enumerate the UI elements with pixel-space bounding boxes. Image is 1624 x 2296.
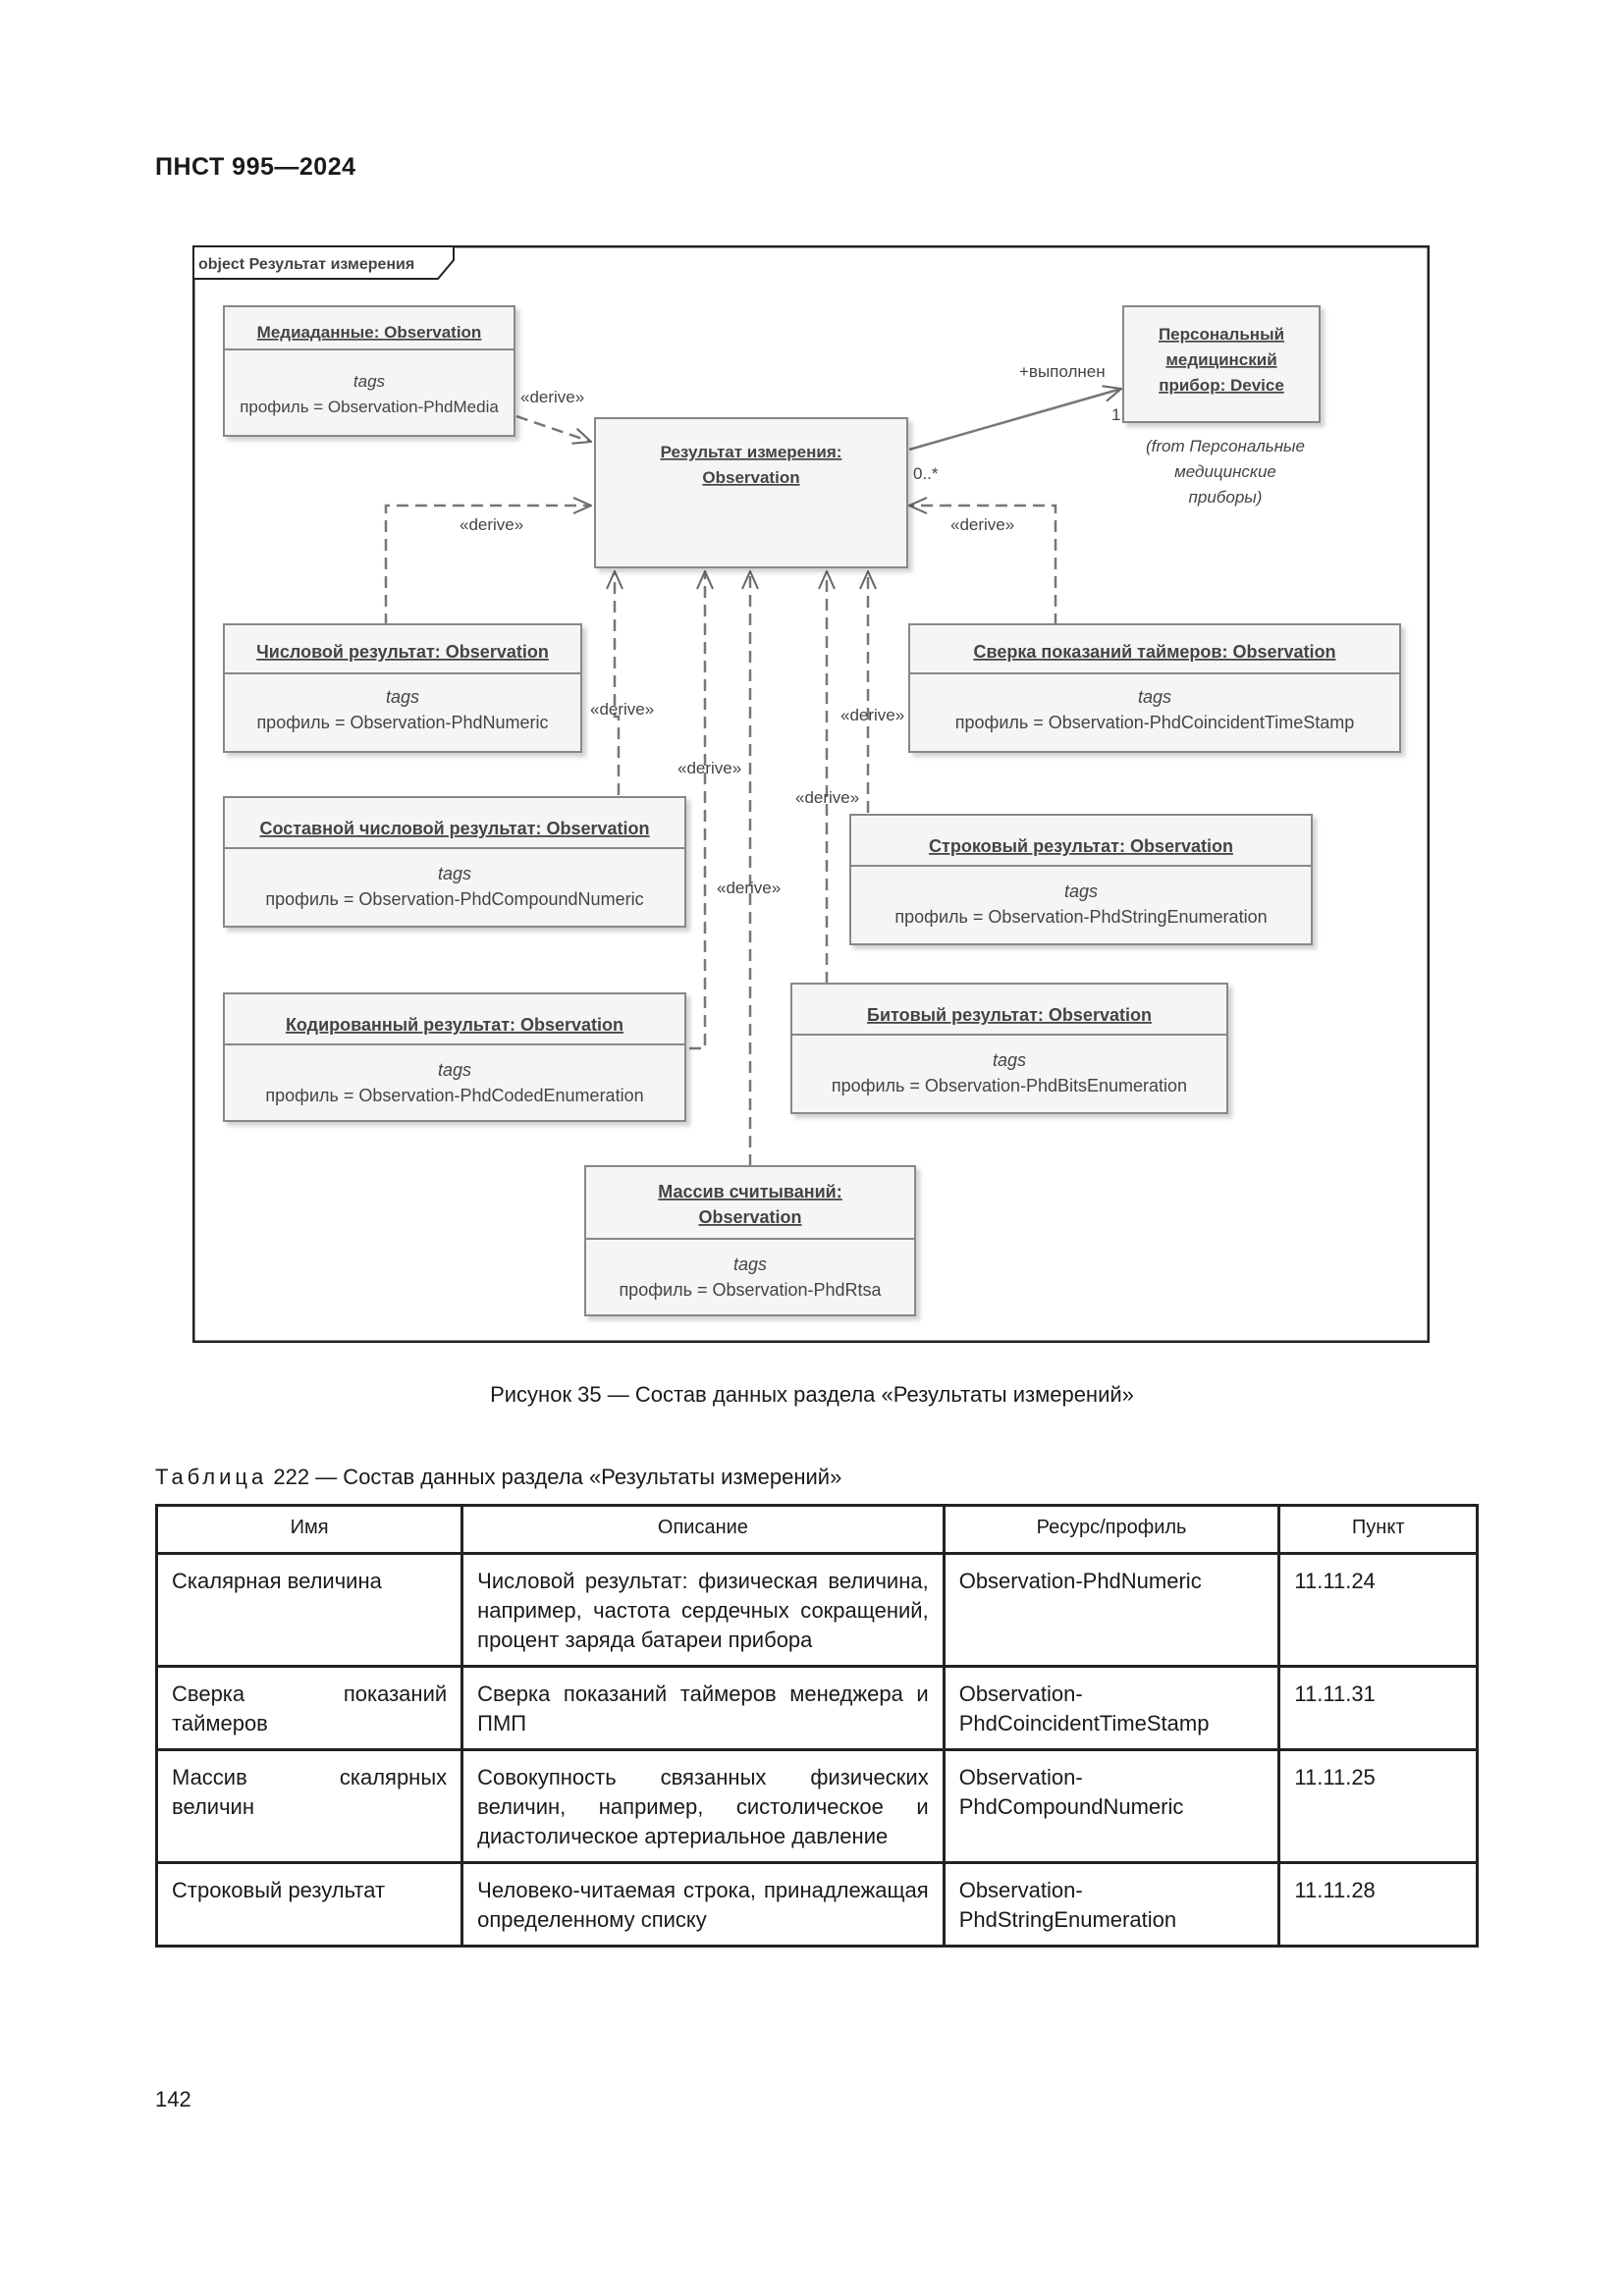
header-name: Имя — [154, 1504, 464, 1555]
node-rtsa: Массив считываний: Observation tags проф… — [584, 1165, 916, 1316]
node-numeric: Числовой результат: Observation tags про… — [223, 623, 582, 753]
node-result-title-line2: Observation — [702, 468, 799, 487]
cell-name: Массив скалярных величин — [154, 1748, 464, 1864]
from-note-line3: приборы) — [1189, 488, 1263, 507]
cell-clause: 11.11.24 — [1277, 1552, 1479, 1668]
cell-description: Сверка показаний таймеров менеджера и ПМ… — [460, 1665, 946, 1751]
page-number: 142 — [155, 2087, 191, 2111]
connectors — [384, 389, 1121, 1166]
cell-resource: Observation-PhdStringEnumeration — [942, 1861, 1281, 1948]
node-coded: Кодированный результат: Observation tags… — [223, 992, 686, 1122]
node-timestamp-profile: профиль = Observation-PhdCoincidentTimeS… — [955, 713, 1355, 732]
table-row: Сверка показаний таймеров Сверка показан… — [154, 1665, 1479, 1751]
cell-clause: 11.11.25 — [1277, 1748, 1479, 1864]
table-row: Скалярная величина Числовой результат: ф… — [154, 1552, 1479, 1668]
derive-label-rtsa: «derive» — [717, 879, 781, 897]
derive-label-media: «derive» — [520, 388, 584, 406]
node-media-profile: профиль = Observation-PhdMedia — [240, 398, 499, 416]
node-compound-profile: профиль = Observation-PhdCompoundNumeric — [265, 889, 643, 909]
node-media-tags: tags — [353, 372, 386, 391]
node-coded-tags: tags — [438, 1060, 471, 1080]
node-result-title-line1: Результат измерения: — [661, 443, 842, 461]
frame-label: object Результат измерения — [198, 256, 414, 273]
connector-coded-derive — [689, 571, 705, 1050]
cell-name: Сверка показаний таймеров — [154, 1665, 464, 1751]
derive-label-string: «derive» — [840, 706, 904, 724]
node-media: Медиаданные: Observation tags профиль = … — [223, 305, 515, 437]
node-numeric-tags: tags — [386, 687, 419, 707]
header-clause: Пункт — [1277, 1504, 1479, 1555]
node-rtsa-tags: tags — [733, 1255, 767, 1274]
table-row: Массив скалярных величин Совокупность св… — [154, 1748, 1479, 1864]
table-row: Строковый результат Человеко-читаемая ст… — [154, 1861, 1479, 1948]
node-string-title: Строковый результат: Observation — [929, 836, 1233, 856]
node-numeric-title: Числовой результат: Observation — [256, 642, 549, 662]
frame-label-tab — [192, 245, 455, 280]
connector-result-device — [908, 389, 1121, 452]
node-bits-tags: tags — [993, 1050, 1026, 1070]
cell-resource: Observation-PhdNumeric — [942, 1552, 1281, 1668]
table-title-prefix: Таблица — [155, 1465, 268, 1489]
derive-label-timestamp: «derive» — [950, 515, 1014, 534]
cell-description: Человеко-читаемая строка, принадлежащая … — [460, 1861, 946, 1948]
cell-clause: 11.11.31 — [1277, 1665, 1479, 1751]
figure-caption: Рисунок 35 — Состав данных раздела «Резу… — [490, 1382, 1134, 1407]
table-header-row: Имя Описание Ресурс/профиль Пункт — [154, 1504, 1479, 1555]
connector-numeric-derive — [384, 506, 591, 625]
node-rtsa-title-line2: Observation — [698, 1207, 801, 1227]
node-rtsa-profile: профиль = Observation-PhdRtsa — [619, 1280, 882, 1300]
node-bits-profile: профиль = Observation-PhdBitsEnumeration — [832, 1076, 1187, 1095]
header-description: Описание — [460, 1504, 946, 1555]
node-result: Результат измерения: Observation — [594, 417, 908, 568]
connector-media-derive — [515, 414, 591, 442]
header-resource: Ресурс/профиль — [942, 1504, 1281, 1555]
cell-resource: Observation-PhdCoincidentTimeStamp — [942, 1665, 1281, 1751]
node-compound-tags: tags — [438, 864, 471, 883]
node-media-title: Медиаданные: Observation — [257, 323, 482, 342]
node-bits: Битовый результат: Observation tags проф… — [790, 983, 1228, 1114]
derive-label-compound: «derive» — [590, 700, 654, 719]
association-role-label: +выполнен — [1019, 362, 1106, 381]
derive-label-coded: «derive» — [677, 759, 741, 777]
multiplicity-many: 0..* — [913, 464, 939, 483]
node-compound: Составной числовой результат: Observatio… — [223, 796, 686, 928]
multiplicity-one: 1 — [1111, 405, 1120, 424]
cell-clause: 11.11.28 — [1277, 1861, 1479, 1948]
cell-resource: Observation-PhdCompoundNumeric — [942, 1748, 1281, 1864]
table-title: Таблица 222 — Состав данных раздела «Рез… — [155, 1465, 841, 1490]
cell-description: Совокупность связанных физических величи… — [460, 1748, 946, 1864]
node-numeric-profile: профиль = Observation-PhdNumeric — [256, 713, 548, 732]
node-rtsa-title-line1: Массив считываний: — [658, 1182, 841, 1201]
node-string-tags: tags — [1064, 881, 1098, 901]
cell-description: Числовой результат: физическая величина,… — [460, 1552, 946, 1668]
node-timestamp-title: Сверка показаний таймеров: Observation — [974, 642, 1336, 662]
node-device-title-line3: прибор: Device — [1159, 376, 1284, 395]
table-title-rest: 222 — Состав данных раздела «Результаты … — [267, 1465, 842, 1489]
derive-label-numeric: «derive» — [460, 515, 523, 534]
node-device-title-line1: Персональный — [1159, 325, 1284, 344]
cell-name: Скалярная величина — [154, 1552, 464, 1668]
node-bits-title: Битовый результат: Observation — [867, 1005, 1152, 1025]
from-note-line2: медицинские — [1174, 462, 1276, 481]
from-note-line1: (from Персональные — [1146, 437, 1305, 455]
node-coded-profile: профиль = Observation-PhdCodedEnumeratio… — [265, 1086, 643, 1105]
connector-timestamp-derive — [909, 506, 1057, 625]
node-coded-title: Кодированный результат: Observation — [286, 1015, 623, 1035]
cell-name: Строковый результат — [154, 1861, 464, 1948]
uml-object-diagram: object Результат измерения «derive» «der… — [192, 245, 1430, 1343]
derive-label-bits: «derive» — [795, 788, 859, 807]
data-table: Имя Описание Ресурс/профиль Пункт Скаляр… — [154, 1504, 1479, 1948]
node-timestamp: Сверка показаний таймеров: Observation t… — [908, 623, 1401, 753]
node-string-profile: профиль = Observation-PhdStringEnumerati… — [894, 907, 1267, 927]
connector-compound-derive — [615, 571, 619, 795]
node-device-title-line2: медицинский — [1165, 350, 1276, 369]
node-compound-title: Составной числовой результат: Observatio… — [259, 819, 649, 838]
node-timestamp-tags: tags — [1138, 687, 1171, 707]
document-header: ПНСТ 995—2024 — [155, 153, 356, 181]
node-device: Персональный медицинский прибор: Device — [1122, 305, 1321, 423]
node-string: Строковый результат: Observation tags пр… — [849, 814, 1313, 945]
